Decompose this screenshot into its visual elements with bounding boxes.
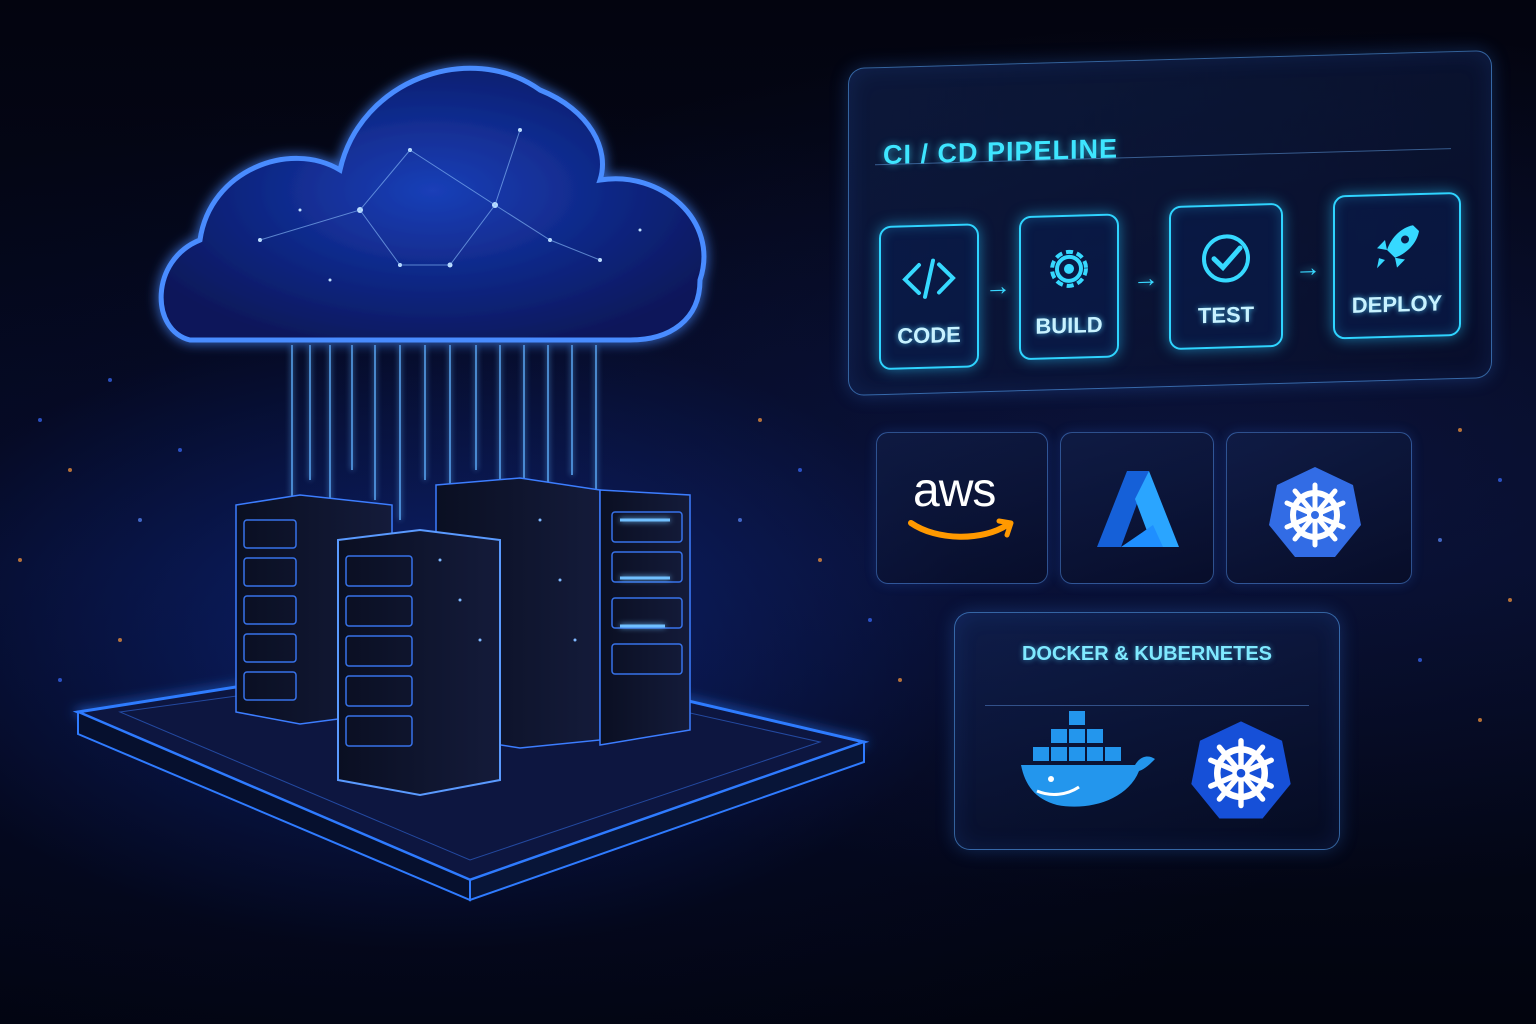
rocket-icon	[1377, 225, 1419, 269]
stage-label-deploy: DEPLOY	[1351, 290, 1443, 318]
aws-smile-icon	[908, 518, 1014, 540]
docker-logo-icon	[1021, 711, 1155, 807]
docker-kubernetes-title: DOCKER & KUBERNETES	[1021, 643, 1273, 665]
stage-label-code: CODE	[897, 321, 961, 349]
arrow-icon: →	[1133, 262, 1159, 294]
stage-build: BUILD	[1019, 213, 1119, 361]
gear-icon	[1050, 249, 1088, 288]
stage-deploy: DEPLOY	[1333, 191, 1461, 340]
bokeh-dots	[18, 378, 1512, 722]
kubernetes-logo-icon	[1191, 721, 1291, 819]
data-streams	[291, 345, 597, 520]
arrow-icon: →	[985, 270, 1011, 302]
stage-label-build: BUILD	[1035, 311, 1103, 339]
check-circle-icon	[1202, 234, 1250, 283]
azure-logo-icon	[1097, 471, 1179, 547]
stage-test: TEST	[1169, 202, 1283, 351]
kubernetes-card	[1226, 432, 1412, 584]
stage-code: CODE	[879, 223, 979, 371]
cloud-icon	[158, 65, 707, 343]
arrow-icon: →	[1295, 251, 1321, 283]
docker-kubernetes-panel: DOCKER & KUBERNETES	[954, 612, 1340, 850]
kubernetes-logo-icon	[1269, 467, 1361, 557]
azure-card	[1060, 432, 1214, 584]
pipeline-title: CI / CD PIPELINE	[883, 133, 1119, 171]
aws-card: aws	[876, 432, 1048, 584]
cicd-pipeline-panel: CI / CD PIPELINE CODE → BUILD →	[848, 50, 1492, 397]
server-racks	[235, 477, 691, 797]
stage-label-test: TEST	[1197, 301, 1255, 329]
code-icon	[902, 258, 956, 299]
aws-logo-text: aws	[913, 464, 996, 517]
docker-kubernetes-divider	[985, 705, 1309, 706]
